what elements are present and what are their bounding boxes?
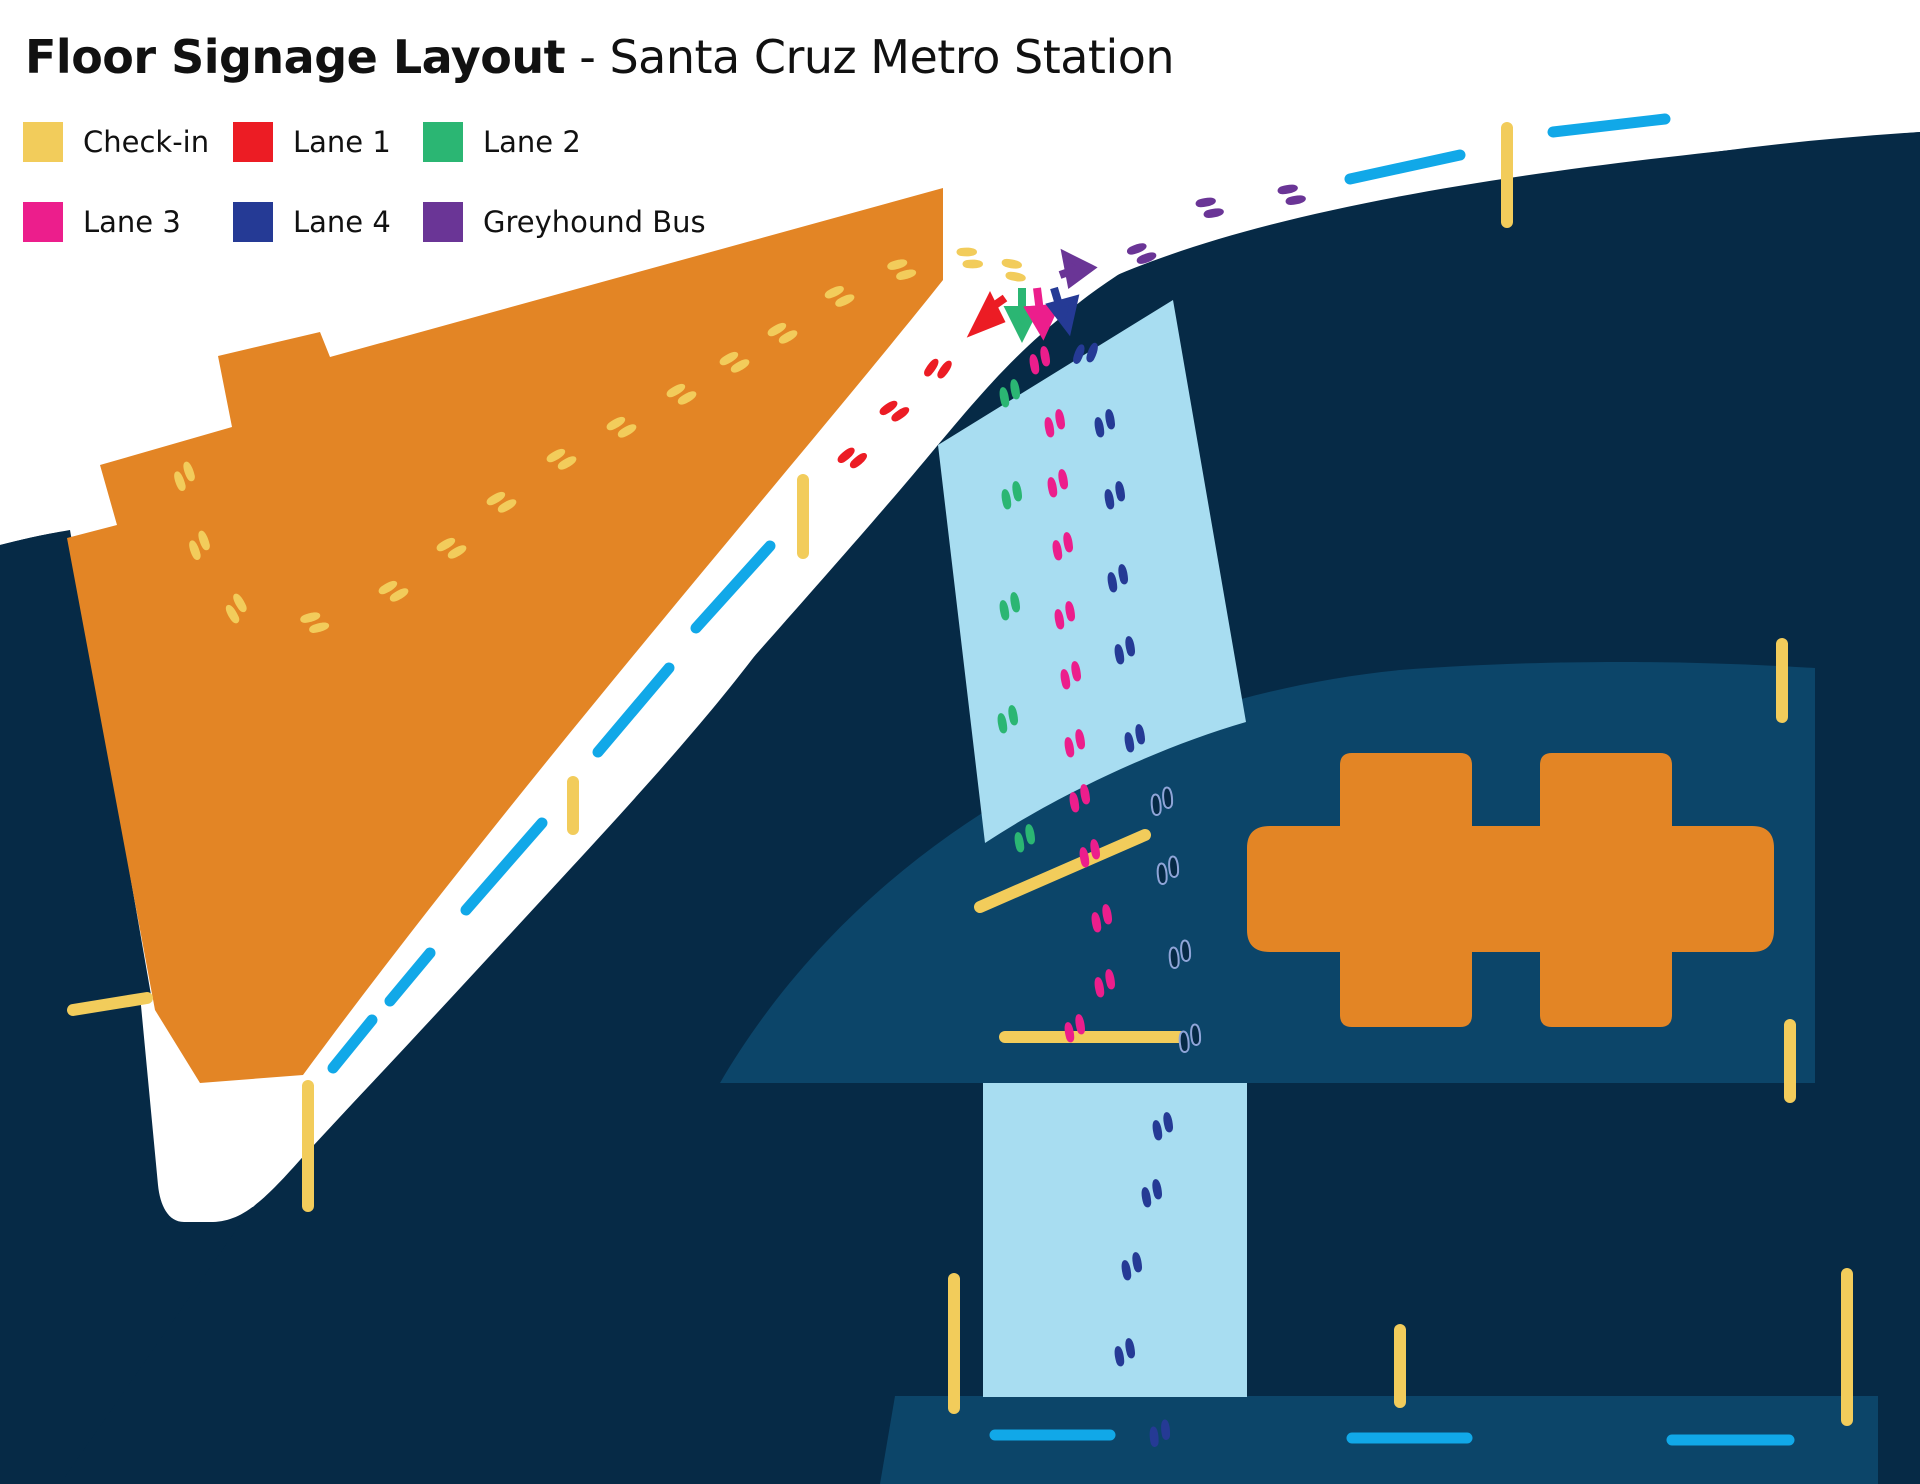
title-bold: Floor Signage Layout — [25, 30, 566, 84]
legend-label: Lane 2 — [483, 125, 581, 159]
legend-item-lane-3: Lane 3 — [23, 202, 181, 242]
legend-label: Greyhound Bus — [483, 205, 706, 239]
legend-swatch — [423, 202, 463, 242]
legend-label: Lane 1 — [293, 125, 391, 159]
legend-label: Lane 4 — [293, 205, 391, 239]
building-checkin-area — [67, 188, 943, 1083]
direction-arrow-icon — [966, 248, 1098, 343]
dark-mid-area — [0, 132, 1920, 1484]
checkin-markers — [67, 122, 1853, 1426]
legend-swatch — [233, 122, 273, 162]
legend-item-check-in: Check-in — [23, 122, 209, 162]
legend-item-lane-1: Lane 1 — [233, 122, 391, 162]
legend-label: Lane 3 — [83, 205, 181, 239]
walkway — [140, 250, 1160, 1222]
legend-item-lane-2: Lane 2 — [423, 122, 581, 162]
crosswalk-upper — [938, 300, 1246, 843]
legend-swatch — [23, 202, 63, 242]
building-right — [1247, 753, 1774, 1027]
legend-swatch — [423, 122, 463, 162]
legend-swatch — [233, 202, 273, 242]
legend-item-greyhound-bus: Greyhound Bus — [423, 202, 706, 242]
boarding-dashes — [327, 113, 1795, 1446]
legend-item-lane-4: Lane 4 — [233, 202, 391, 242]
title-subtitle: - Santa Cruz Metro Station — [565, 30, 1175, 84]
legend-label: Check-in — [83, 125, 210, 159]
crosswalk-lower — [983, 1083, 1247, 1397]
page-title: Floor Signage Layout - Santa Cruz Metro … — [25, 30, 1175, 84]
legend-swatch — [23, 122, 63, 162]
